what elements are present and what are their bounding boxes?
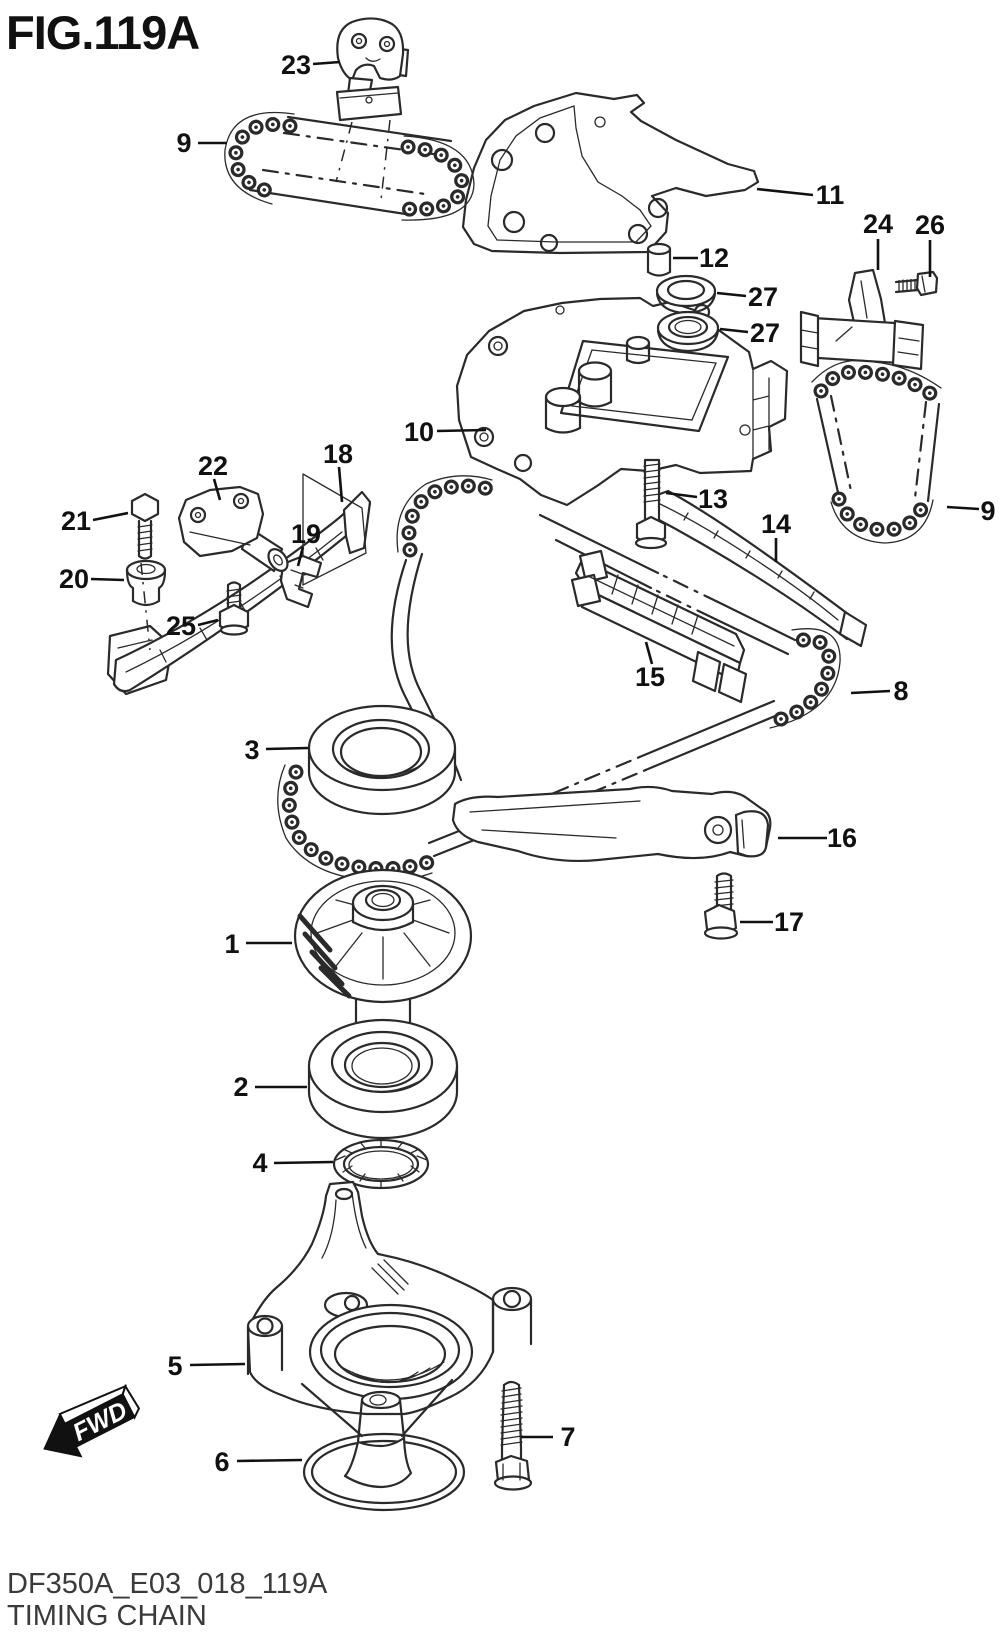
- part-6-oring: [302, 1432, 466, 1512]
- part-4-seal: [332, 1138, 430, 1190]
- figure-title: FIG.119A: [6, 6, 199, 59]
- footer-code: DF350A_E03_018_119A: [7, 1568, 328, 1600]
- callout-label-15: 15: [635, 662, 665, 692]
- part-18-chain-guide: [106, 473, 372, 696]
- callout-label-22: 22: [198, 451, 228, 481]
- part-27-seal-lower: [656, 310, 720, 353]
- callout-leader-21: [92, 511, 129, 522]
- callout-label-4: 4: [252, 1148, 267, 1178]
- callout-label-17: 17: [774, 907, 804, 937]
- callout-label-11: 11: [816, 180, 845, 210]
- callout-label-19: 19: [291, 519, 321, 549]
- callout-label-1: 1: [224, 929, 239, 959]
- callout-label-8: 8: [893, 676, 908, 706]
- part-13-stud-bolt: [634, 458, 668, 550]
- callout-label-2: 2: [233, 1072, 248, 1102]
- part-5-mount-bracket: [246, 1180, 533, 1438]
- callout-leader-20: [90, 577, 125, 582]
- callout-leader-11: [756, 187, 814, 197]
- callout-label-18: 18: [323, 439, 353, 469]
- callout-18-region: [302, 473, 367, 587]
- part-9-timing-chain-top: [224, 111, 475, 221]
- callout-leader-8: [850, 689, 891, 695]
- callout-leader-3: [265, 746, 309, 751]
- fwd-arrow: FWD: [43, 1383, 141, 1458]
- callout-label-20: 20: [59, 564, 89, 594]
- part-14-chain-guide: [646, 489, 868, 648]
- callout-label-3: 3: [244, 735, 259, 765]
- callout-leader-6: [236, 1458, 303, 1463]
- part-21-bolt: [130, 492, 160, 560]
- part-25-bolt: [218, 581, 250, 636]
- part-9-timing-chain-right: [811, 359, 942, 544]
- callout-leader-10: [436, 428, 487, 433]
- callout-leader-25: [197, 618, 219, 627]
- callout-leader-19: [296, 546, 305, 567]
- callout-leader-4: [273, 1160, 334, 1165]
- part-2-bearing: [307, 1018, 459, 1140]
- footer-caption: TIMING CHAIN: [7, 1600, 207, 1632]
- callout-leader-15: [644, 641, 654, 665]
- callout-label-24: 24: [863, 209, 893, 239]
- callout-leader-18: [337, 466, 344, 503]
- part-26-bolt: [894, 270, 939, 297]
- callout-label-21: 21: [61, 506, 91, 536]
- part-7-bolt: [493, 1380, 533, 1491]
- callout-label-14: 14: [761, 509, 791, 539]
- callout-leader-13: [665, 491, 698, 499]
- callout-label-12: 12: [699, 243, 729, 273]
- part-16-chain-guide: [451, 785, 772, 863]
- callout-label-25: 25: [166, 611, 196, 641]
- part-23-chain-tensioner-pad: [335, 17, 410, 201]
- part-11-gasket: [461, 91, 760, 255]
- callout-label-23: 23: [281, 50, 311, 80]
- part-8-chain-upper-run: [538, 513, 797, 656]
- callout-leader-9: [946, 505, 980, 511]
- part-10-oil-pump-assembly: [455, 296, 789, 507]
- callout-leader-27: [719, 327, 749, 334]
- part-20-sleeve: [125, 559, 167, 651]
- callout-label-9: 9: [176, 128, 191, 158]
- callout-leader-22: [212, 478, 222, 501]
- callout-label-7: 7: [560, 1422, 575, 1452]
- part-8-crankshaft-chain: [277, 475, 841, 882]
- part-19-clip: [279, 554, 323, 609]
- callout-leader-23: [312, 60, 341, 66]
- callout-label-5: 5: [167, 1351, 182, 1381]
- callout-leader-27: [716, 291, 747, 298]
- callout-label-16: 16: [827, 823, 857, 853]
- part-22-tensioner-adjuster: [177, 485, 289, 573]
- callout-label-9: 9: [980, 496, 995, 526]
- callout-label-27: 27: [750, 318, 780, 348]
- part-17-bolt: [703, 872, 739, 940]
- callout-label-13: 13: [698, 484, 728, 514]
- part-5-bracket-hub: [343, 1390, 413, 1489]
- callout-label-26: 26: [915, 210, 945, 240]
- callout-leader-5: [189, 1362, 246, 1367]
- part-3-bearing: [307, 704, 457, 816]
- callout-label-6: 6: [214, 1447, 229, 1477]
- part-24-bracket: [799, 268, 925, 371]
- part-15-chain-guide: [570, 549, 748, 704]
- callout-label-10: 10: [404, 417, 434, 447]
- part-12-pin: [646, 242, 672, 277]
- callout-label-27: 27: [748, 282, 778, 312]
